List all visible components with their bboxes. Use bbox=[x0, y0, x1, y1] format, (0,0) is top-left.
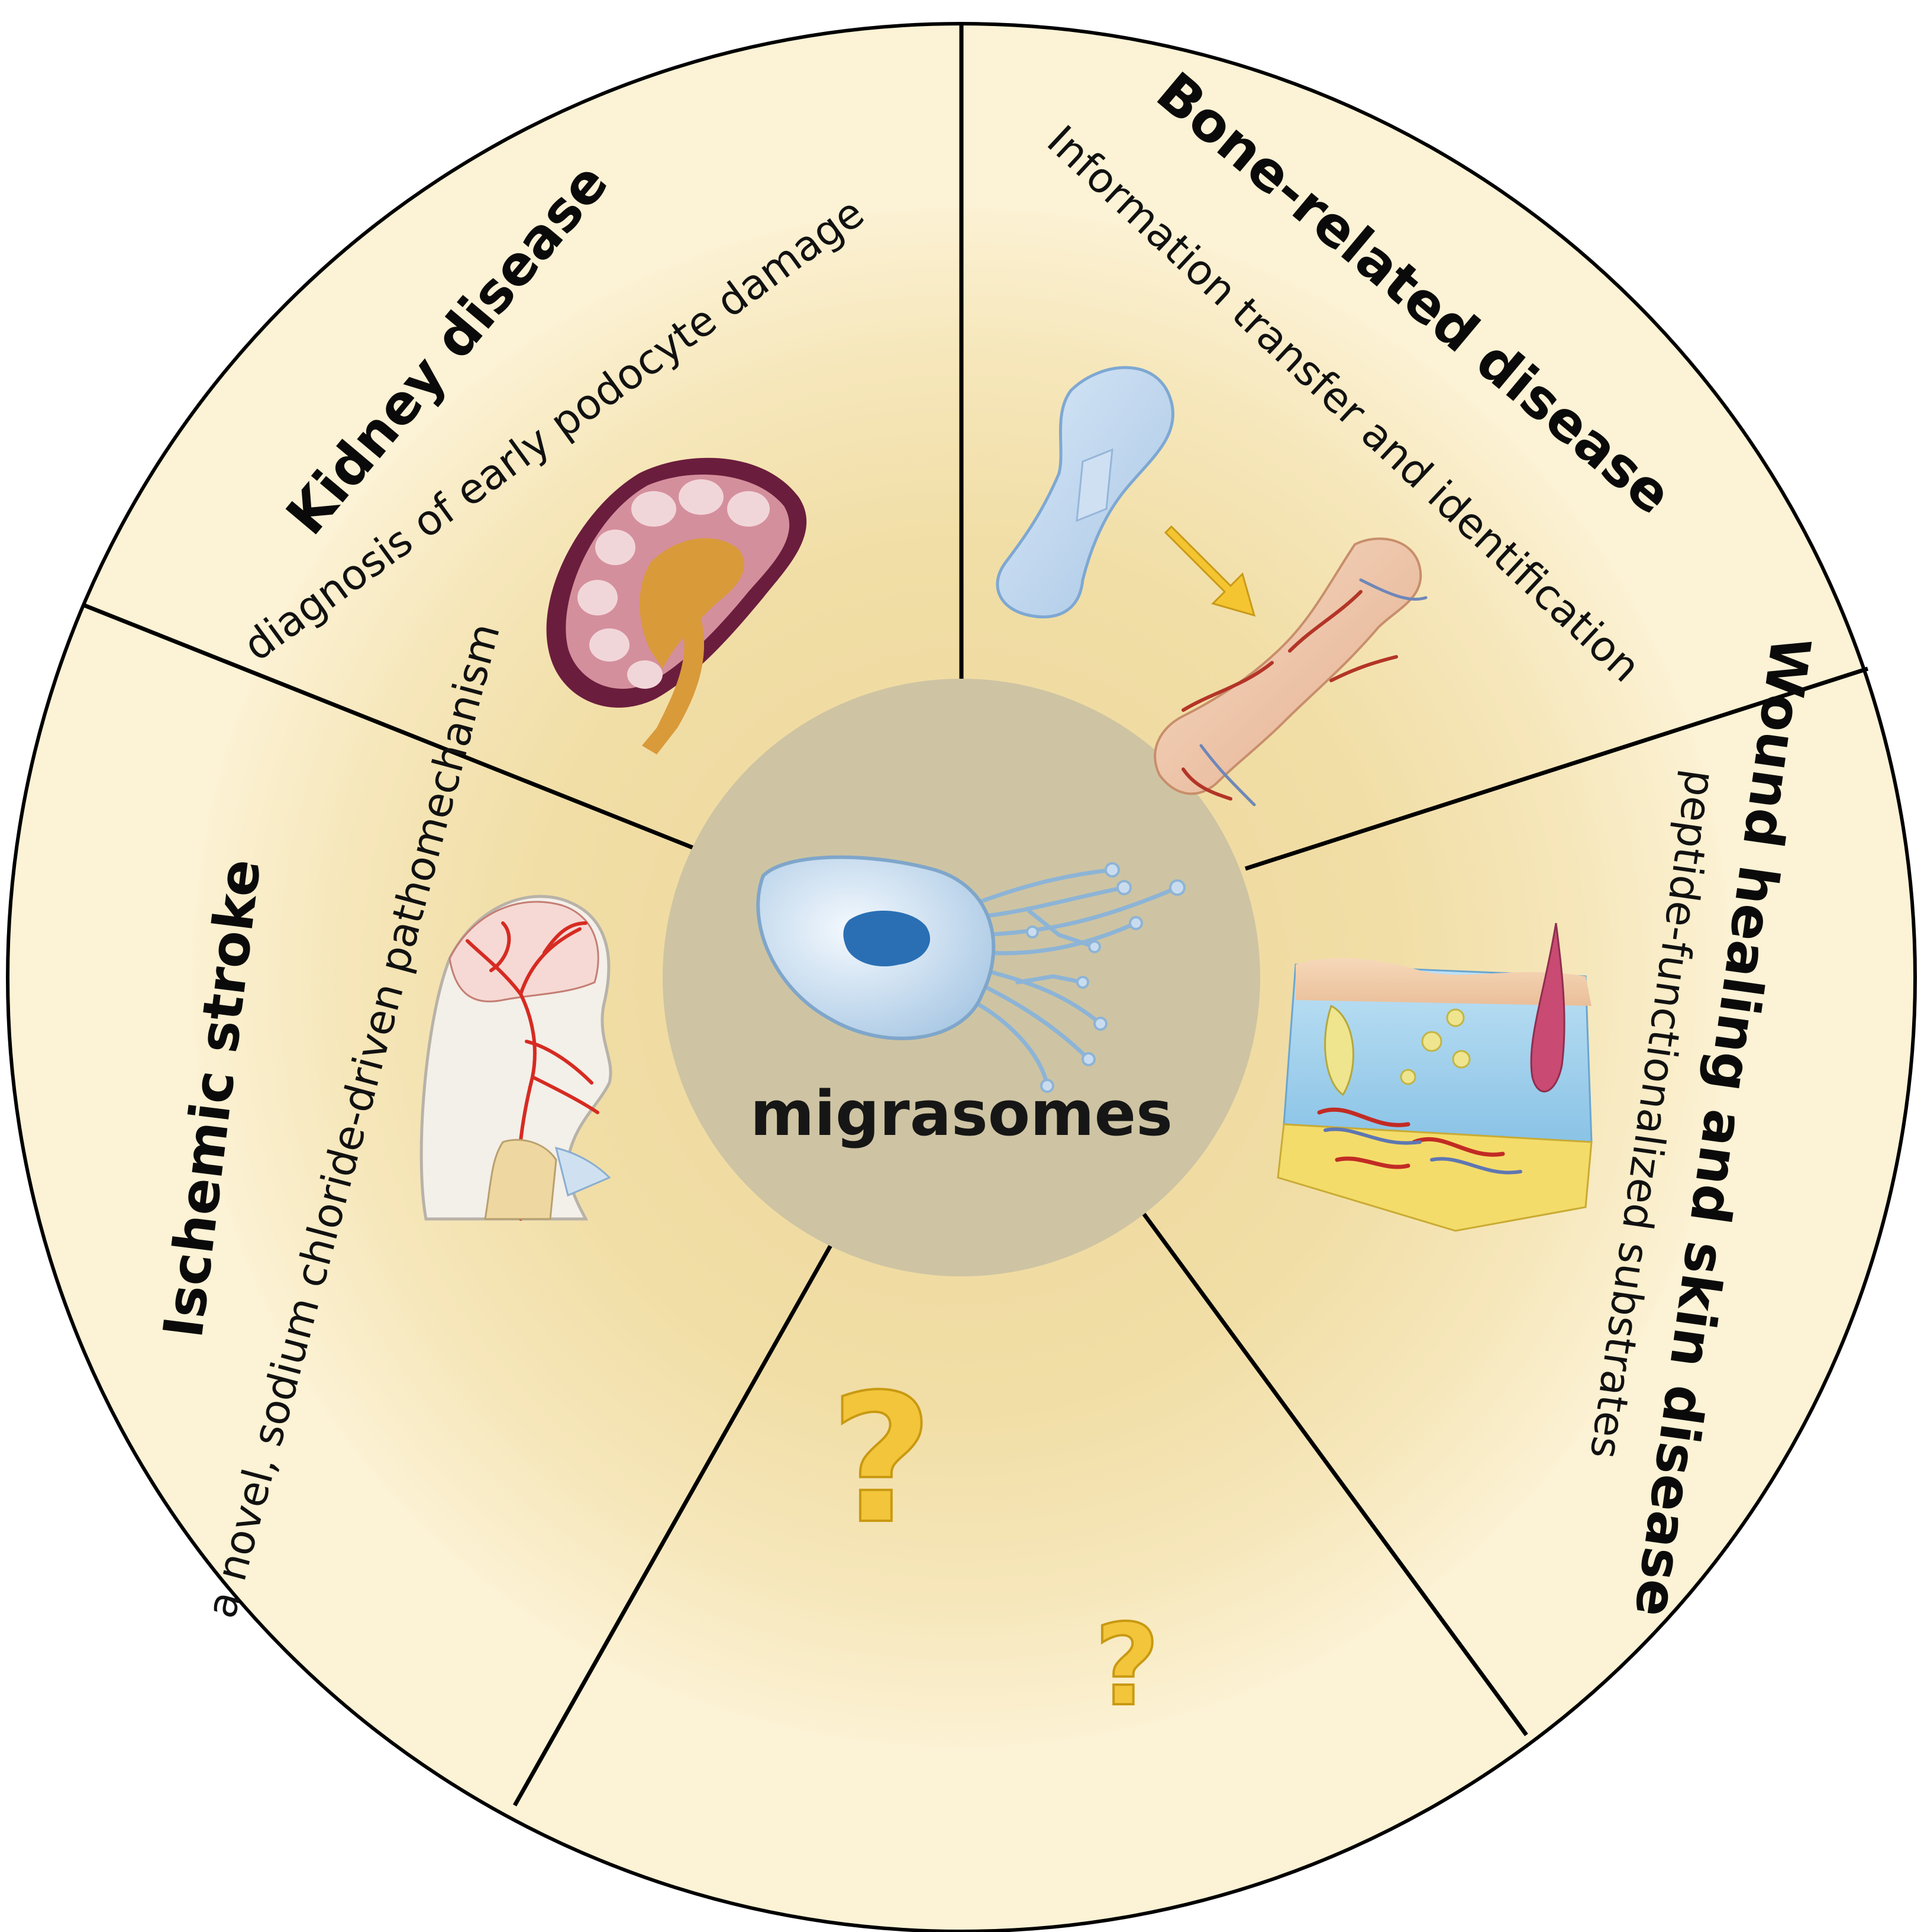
question-icon: ? ? bbox=[829, 1355, 1161, 1732]
outer-rim bbox=[6, 22, 1917, 1932]
center-label: migrasomes bbox=[750, 1078, 1173, 1150]
migrasome-cell-icon bbox=[756, 855, 1186, 1093]
bone-icon bbox=[996, 366, 1428, 807]
skin-section-icon bbox=[1277, 923, 1593, 1232]
head-arteries-icon bbox=[419, 895, 612, 1221]
sector-dividers bbox=[82, 24, 1869, 1807]
question-mark-large: ? bbox=[830, 1356, 933, 1563]
question-mark-small: ? bbox=[1095, 1600, 1160, 1731]
kidney-icon bbox=[546, 457, 807, 754]
